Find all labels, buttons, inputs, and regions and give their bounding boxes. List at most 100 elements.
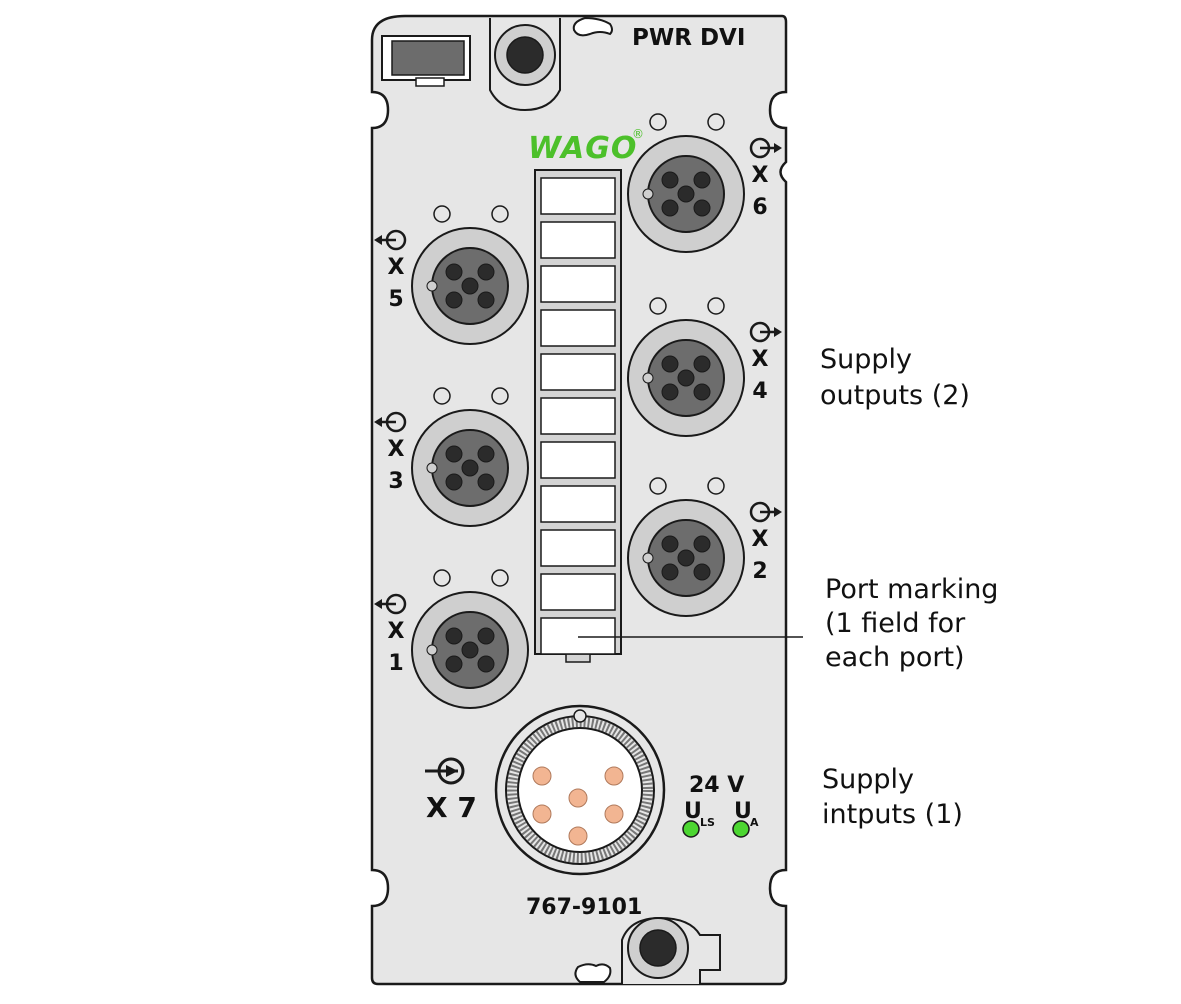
status-led bbox=[707, 113, 725, 131]
voltage-label: 24 V bbox=[689, 773, 744, 798]
marking-field bbox=[540, 617, 616, 655]
port-connector: X2 bbox=[627, 477, 782, 617]
led-ls-label: U bbox=[684, 799, 702, 824]
led-a-label: U bbox=[734, 799, 752, 824]
port-x-label: X bbox=[752, 163, 769, 188]
connector-pin bbox=[445, 445, 463, 463]
supply-output-icon bbox=[749, 137, 782, 159]
port-marking-strip bbox=[534, 169, 622, 663]
port-marking-callout: Port marking (1 field for each port) bbox=[825, 574, 1007, 673]
supply-output-icon bbox=[374, 411, 407, 433]
connector-pin bbox=[693, 383, 711, 401]
supply-input-icon bbox=[425, 757, 465, 785]
supply-pin bbox=[532, 766, 552, 786]
status-led bbox=[491, 569, 509, 587]
port-number-label: 2 bbox=[752, 559, 767, 584]
connector-pin bbox=[461, 459, 479, 477]
top-screw bbox=[489, 18, 561, 112]
marking-field bbox=[540, 485, 616, 523]
connector-pin bbox=[661, 535, 679, 553]
led-ls-sub: LS bbox=[700, 816, 715, 829]
marking-field bbox=[540, 529, 616, 567]
connector-pin bbox=[677, 369, 695, 387]
connector-key bbox=[426, 280, 438, 292]
module-name: PWR DVI bbox=[632, 25, 745, 51]
port-marking-line-3: each port) bbox=[825, 642, 965, 673]
registered-mark: ® bbox=[632, 127, 644, 141]
connector-pin bbox=[477, 627, 495, 645]
connector-pin bbox=[477, 263, 495, 281]
supply-output-icon bbox=[749, 501, 782, 523]
article-number: 767-9101 bbox=[526, 895, 642, 920]
connector-pin bbox=[661, 171, 679, 189]
marking-field bbox=[540, 441, 616, 479]
supply-output-icon bbox=[374, 229, 407, 251]
supply-output-icon bbox=[374, 593, 407, 615]
port-connector: X4 bbox=[627, 297, 782, 437]
supply-pin bbox=[532, 804, 552, 824]
status-led bbox=[491, 205, 509, 223]
status-led bbox=[707, 477, 725, 495]
bottom-screw bbox=[621, 916, 721, 984]
port-number-label: 1 bbox=[388, 651, 403, 676]
connector-pin bbox=[661, 563, 679, 581]
latch bbox=[381, 35, 471, 87]
port-x-label: X bbox=[752, 347, 769, 372]
supply-port-label: X 7 bbox=[426, 791, 477, 824]
status-led bbox=[649, 113, 667, 131]
status-led bbox=[433, 387, 451, 405]
supply-pins bbox=[532, 766, 624, 846]
connector-pin bbox=[445, 655, 463, 673]
supply-output-icon bbox=[749, 321, 782, 343]
connector-pin bbox=[445, 263, 463, 281]
supply-outputs-callout: Supply outputs (2) bbox=[820, 344, 970, 411]
status-led bbox=[433, 205, 451, 223]
port-x-label: X bbox=[388, 255, 405, 280]
connector-pin bbox=[693, 355, 711, 373]
connector-key bbox=[642, 188, 654, 200]
connector-pin bbox=[693, 563, 711, 581]
connector-pin bbox=[445, 291, 463, 309]
connector-key bbox=[642, 552, 654, 564]
led-a-indicator bbox=[732, 820, 750, 838]
connector-pin bbox=[461, 277, 479, 295]
marking-field bbox=[540, 573, 616, 611]
connector-pin bbox=[477, 291, 495, 309]
port-number-label: 5 bbox=[388, 287, 403, 312]
connector-key bbox=[426, 644, 438, 656]
connector-pin bbox=[693, 171, 711, 189]
status-led bbox=[707, 297, 725, 315]
supply-outputs-line-2: outputs (2) bbox=[820, 380, 970, 411]
port-number-label: 4 bbox=[752, 379, 767, 404]
marking-field bbox=[540, 309, 616, 347]
supply-outputs-line-1: Supply bbox=[820, 344, 912, 375]
connector-key bbox=[426, 462, 438, 474]
connector-pin bbox=[477, 445, 495, 463]
connector-pin bbox=[461, 641, 479, 659]
marking-field bbox=[540, 353, 616, 391]
port-number-label: 6 bbox=[752, 195, 767, 220]
top-notch bbox=[572, 16, 613, 37]
connector-pin bbox=[477, 473, 495, 491]
supply-inputs-callout: Supply intputs (1) bbox=[822, 764, 963, 830]
marking-field bbox=[540, 177, 616, 215]
status-led bbox=[649, 297, 667, 315]
connector-pin bbox=[693, 199, 711, 217]
connector-pin bbox=[661, 199, 679, 217]
wago-logo: WAGO bbox=[528, 131, 637, 166]
port-connector: X1 bbox=[374, 569, 529, 709]
port-connector: X5 bbox=[374, 205, 529, 345]
port-x-label: X bbox=[388, 619, 405, 644]
port-number-label: 3 bbox=[388, 469, 403, 494]
connector-pin bbox=[677, 185, 695, 203]
port-marking-line-1: Port marking bbox=[825, 574, 998, 605]
supply-inputs-line-2: intputs (1) bbox=[822, 799, 963, 830]
status-led bbox=[649, 477, 667, 495]
status-led bbox=[433, 569, 451, 587]
connector-pin bbox=[661, 355, 679, 373]
supply-pin bbox=[604, 804, 624, 824]
connector-pin bbox=[693, 535, 711, 553]
connector-pin bbox=[477, 655, 495, 673]
